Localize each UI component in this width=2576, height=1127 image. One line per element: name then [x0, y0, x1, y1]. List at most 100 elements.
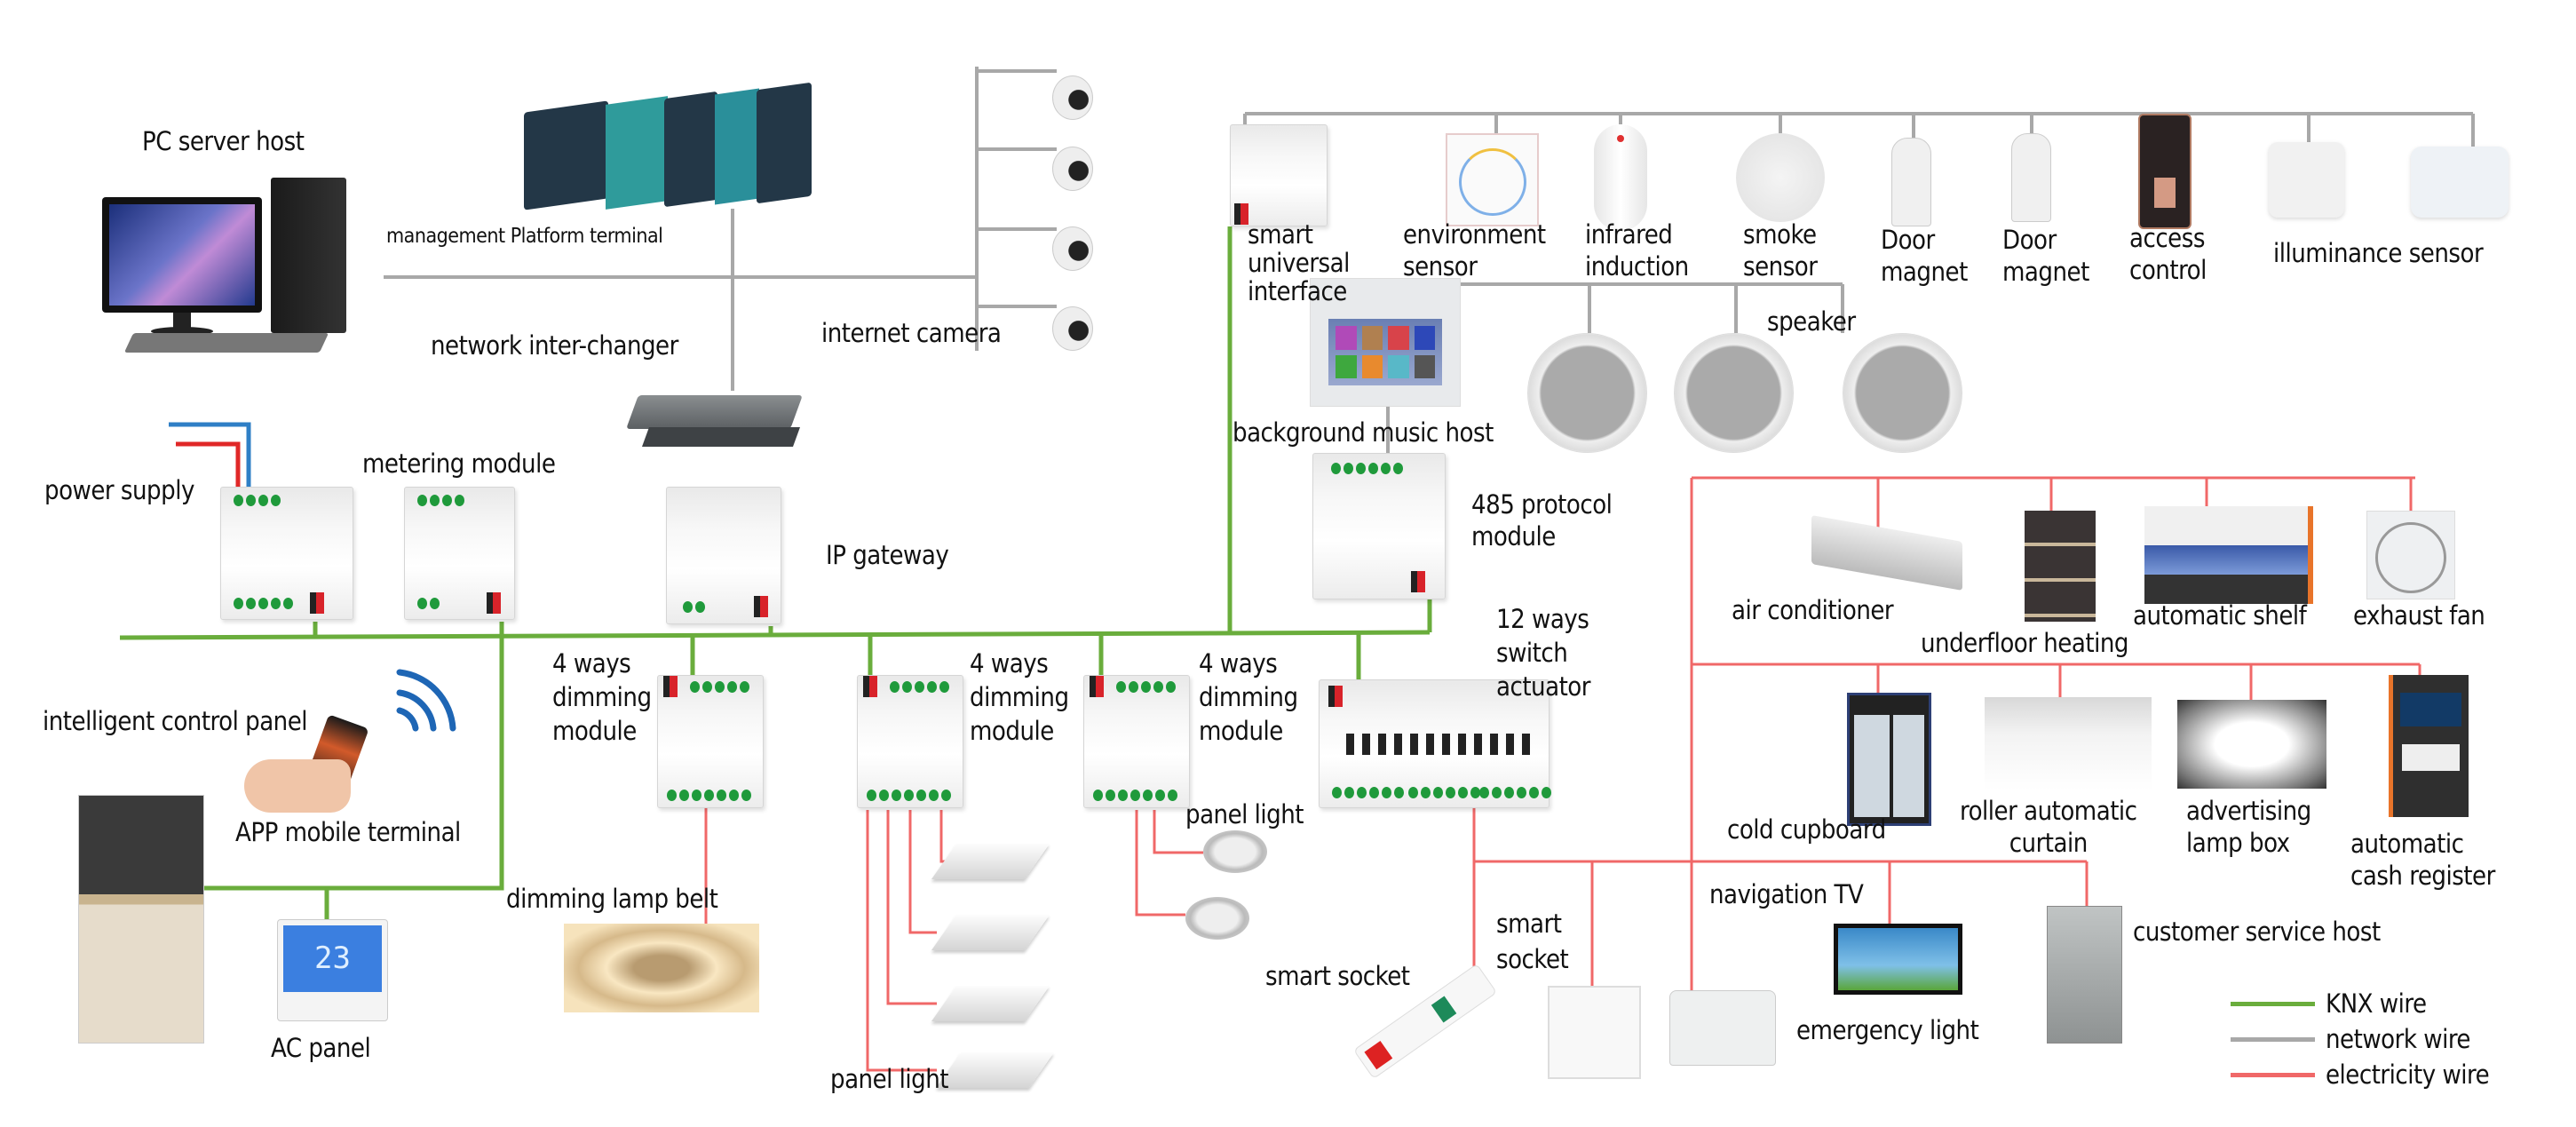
knx-wires	[119, 226, 1432, 919]
label-speaker: speaker	[1767, 306, 1856, 337]
dimming-lamp-belt-icon	[564, 924, 759, 1012]
background-music-host-icon	[1310, 278, 1461, 407]
label-illuminance-sensor: illuminance sensor	[2273, 238, 2484, 268]
ip-gateway-module-icon	[666, 487, 781, 624]
power-input-wire-blue	[169, 422, 251, 493]
power-supply-module-icon	[220, 487, 353, 620]
cash-register-icon	[2389, 675, 2469, 817]
speaker-icon	[1843, 333, 1962, 453]
electricity-wire	[908, 810, 937, 934]
legend-swatch-knx	[2231, 1001, 2315, 1006]
label-cold-cupboard: cold cupboard	[1727, 814, 1886, 845]
ac-panel-icon: 23	[277, 919, 388, 1021]
speaker-icon	[1527, 333, 1647, 453]
internet-camera-icon	[1052, 298, 1097, 351]
environment-sensor-icon	[1446, 133, 1539, 226]
legend-item-network: network wire	[2231, 1021, 2489, 1057]
label-app-mobile-terminal: APP mobile terminal	[235, 817, 461, 847]
label-pc-server-host: PC server host	[142, 126, 305, 156]
automatic-shelf-icon	[2144, 506, 2313, 604]
app-mobile-terminal-icon	[231, 714, 408, 821]
label-switch-actuator: 12 ways switch actuator	[1496, 604, 1590, 702]
legend: KNX wire network wire electricity wire	[2231, 986, 2490, 1092]
speaker-icon	[1674, 333, 1794, 453]
label-metering-module: metering module	[362, 448, 556, 479]
label-management-platform: management Platform terminal	[386, 225, 663, 248]
label-dimming-module-2: 4 ways dimming module	[970, 648, 1069, 746]
label-485-protocol-module: 485 protocol module	[1471, 489, 1613, 552]
label-door-magnet-2: Door magnet	[2002, 225, 2089, 287]
illuminance-sensor-icon	[2411, 147, 2509, 218]
advertising-lamp-box-icon	[2177, 700, 2326, 789]
legend-swatch-electricity	[2231, 1072, 2315, 1077]
pc-server-host-icon	[102, 178, 360, 355]
label-dimming-module-3: 4 ways dimming module	[1199, 648, 1298, 746]
intelligent-control-panel-icon	[78, 795, 204, 1044]
underfloor-heating-icon	[2025, 511, 2096, 622]
internet-camera-icon	[1052, 67, 1097, 120]
label-ac-panel: AC panel	[271, 1033, 371, 1063]
label-network-inter-changer: network inter-changer	[431, 330, 678, 361]
dimming-module-1-icon	[657, 675, 764, 808]
label-panel-light-right: panel light	[1185, 799, 1304, 829]
switch-actuator-icon	[1319, 679, 1551, 808]
network-wires	[384, 67, 2475, 453]
label-air-conditioner: air conditioner	[1732, 595, 1894, 625]
cold-cupboard-icon	[1847, 693, 1931, 826]
exhaust-fan-icon	[2366, 511, 2455, 599]
label-ip-gateway: IP gateway	[826, 540, 949, 570]
electricity-wire	[1135, 810, 1185, 917]
legend-item-knx: KNX wire	[2231, 986, 2489, 1021]
roller-curtain-icon	[1985, 697, 2152, 790]
metering-module-icon	[404, 487, 515, 620]
label-smart-socket-strip: smart socket	[1265, 961, 1410, 991]
ac-panel-display: 23	[283, 925, 382, 992]
navigation-tv-icon	[1834, 924, 1962, 995]
label-access-control: access control	[2129, 223, 2207, 285]
management-platform-screens-icon	[524, 82, 817, 210]
label-intelligent-control-panel: intelligent control panel	[43, 706, 308, 736]
label-dimming-module-1: 4 ways dimming module	[552, 648, 652, 746]
legend-item-electricity: electricity wire	[2231, 1057, 2490, 1092]
label-background-music-host: background music host	[1233, 417, 1494, 448]
electricity-wire	[939, 810, 946, 863]
knx-bus-wire	[119, 630, 1431, 640]
label-customer-service-host: customer service host	[2133, 917, 2381, 947]
power-input-wires	[169, 422, 251, 493]
label-dimming-lamp-belt: dimming lamp belt	[506, 884, 718, 914]
dimming-module-2-icon	[857, 675, 963, 808]
label-environment-sensor: environment sensor	[1403, 219, 1546, 282]
round-panel-light-icon	[1185, 897, 1249, 940]
electricity-wire	[866, 810, 937, 1072]
label-navigation-tv: navigation TV	[1709, 879, 1864, 909]
electricity-wire	[1153, 810, 1203, 854]
wifi-signal-icon	[382, 662, 462, 742]
legend-label-knx: KNX wire	[2326, 988, 2427, 1019]
label-door-magnet-1: Door magnet	[1881, 225, 1968, 287]
electricity-wire	[886, 810, 937, 1005]
smart-wall-socket-icon	[1548, 986, 1641, 1079]
door-magnet-icon	[2011, 133, 2051, 222]
label-exhaust-fan: exhaust fan	[2353, 600, 2485, 631]
label-smoke-sensor: smoke sensor	[1743, 219, 1818, 282]
infrared-induction-icon	[1594, 124, 1647, 231]
network-switch-icon	[626, 395, 803, 457]
smart-universal-interface-icon	[1230, 124, 1328, 226]
label-underfloor-heating: underfloor heating	[1921, 628, 2128, 658]
label-automatic-cash-register: automatic cash register	[2350, 829, 2495, 891]
round-panel-light-icon	[1203, 830, 1267, 873]
legend-label-network: network wire	[2326, 1024, 2470, 1054]
label-automatic-shelf: automatic shelf	[2133, 600, 2307, 631]
legend-label-electricity: electricity wire	[2326, 1060, 2490, 1090]
label-advertising-lamp-box: advertising lamp box	[2186, 796, 2311, 858]
door-magnet-icon	[1891, 138, 1931, 226]
label-roller-automatic-curtain: roller automatic curtain	[1960, 796, 2137, 858]
label-smart-socket-wall: smart socket	[1496, 909, 1569, 974]
label-power-supply: power supply	[44, 475, 194, 505]
internet-camera-icon	[1052, 138, 1097, 191]
knx-bus-wire	[204, 638, 504, 891]
smoke-sensor-icon	[1736, 133, 1825, 222]
electricity-wires	[704, 476, 2421, 1072]
